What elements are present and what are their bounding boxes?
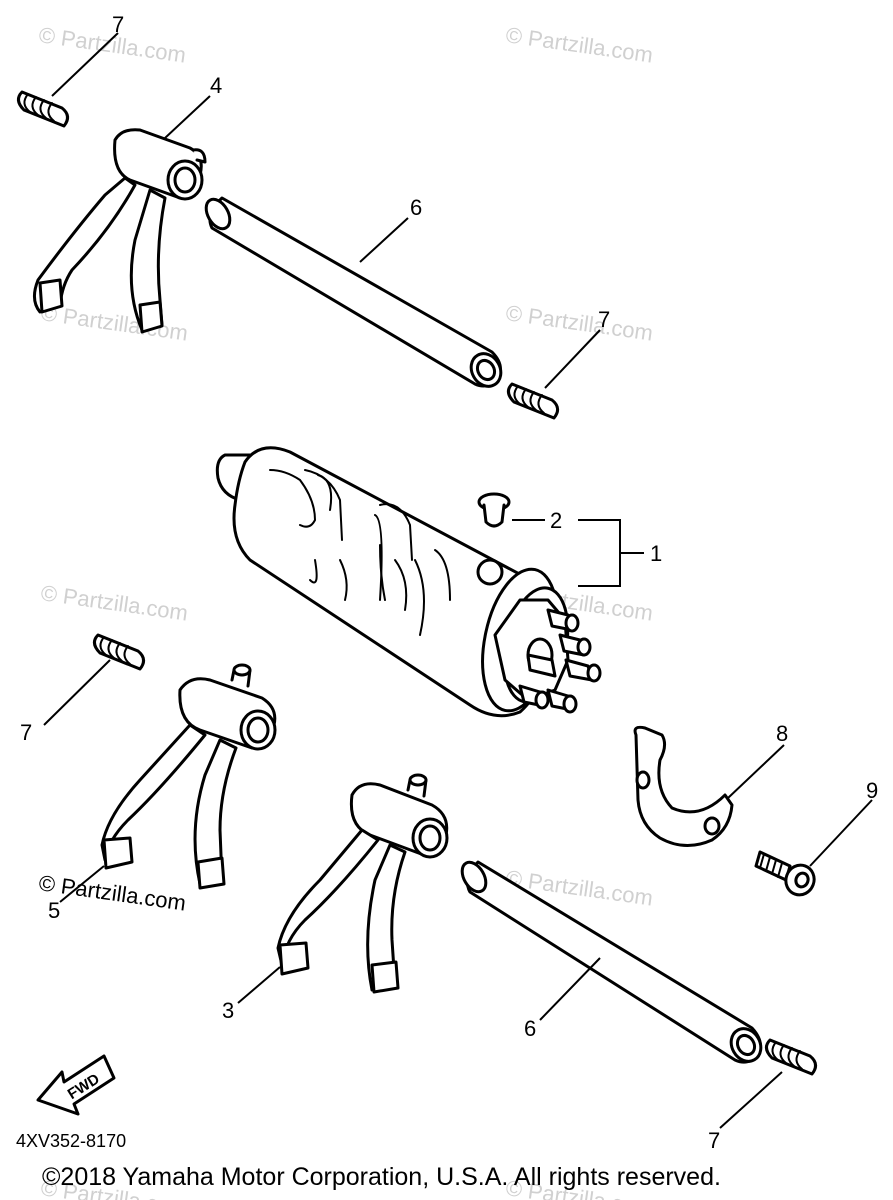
callout-1: 1 xyxy=(650,541,662,566)
leader-lines xyxy=(43,32,873,1129)
callout-7-top-left: 7 xyxy=(112,12,124,37)
spring-top-left xyxy=(17,90,69,128)
callout-9: 9 xyxy=(866,778,878,803)
callouts: 7 4 6 7 2 1 7 8 9 5 3 6 7 xyxy=(20,12,878,1153)
callout-7-mid-left: 7 xyxy=(20,720,32,745)
drum-pin-2 xyxy=(477,492,511,528)
diagram-code: 4XV352-8170 xyxy=(16,1131,126,1151)
watermark-2: © Partzilla.com xyxy=(504,22,654,67)
callout-6-top: 6 xyxy=(410,195,422,220)
callout-2: 2 xyxy=(550,508,562,533)
callout-6-bottom: 6 xyxy=(524,1016,536,1041)
shift-drum-1 xyxy=(215,446,602,718)
callout-7-bottom-right: 7 xyxy=(708,1128,720,1153)
shift-fork-3 xyxy=(276,773,449,994)
fork-shaft-6-bottom xyxy=(460,860,763,1064)
watermark-5: © Partzilla.com xyxy=(39,580,189,625)
stopper-plate-8 xyxy=(633,725,734,847)
shift-fork-5 xyxy=(100,663,277,890)
fork-shaft-6-top xyxy=(204,196,503,388)
copyright-notice: ©2018 Yamaha Motor Corporation, U.S.A. A… xyxy=(42,1163,721,1191)
spring-bottom-right xyxy=(765,1038,817,1076)
callout-3: 3 xyxy=(222,998,234,1023)
bolt-9 xyxy=(754,850,816,897)
callout-5: 5 xyxy=(48,898,60,923)
spring-mid-right xyxy=(507,382,559,420)
fwd-arrow: FWD xyxy=(36,1054,116,1116)
shift-fork-4 xyxy=(33,128,207,334)
watermark-4: © Partzilla.com xyxy=(504,300,654,345)
callout-7-mid-right: 7 xyxy=(598,307,610,332)
spring-mid-left xyxy=(93,633,145,671)
callout-8: 8 xyxy=(776,721,788,746)
callout-4: 4 xyxy=(210,73,222,98)
